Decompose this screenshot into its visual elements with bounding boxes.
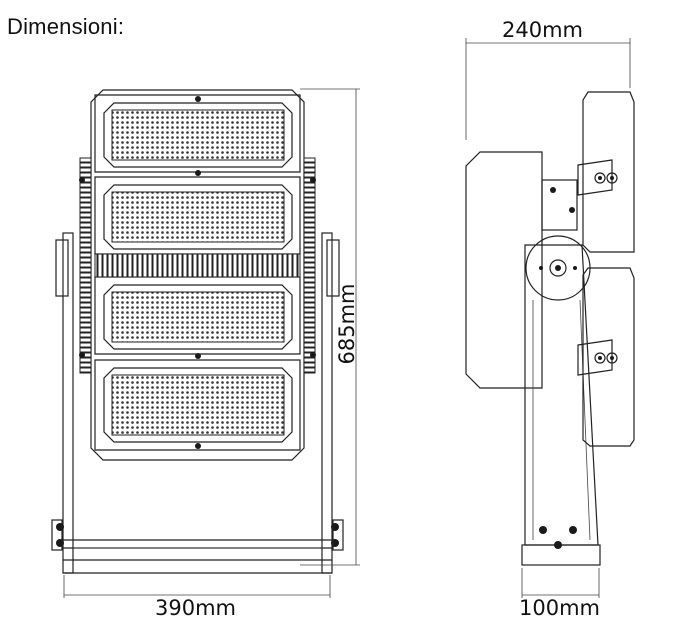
side-dimension-lines xyxy=(465,38,631,598)
front-view xyxy=(51,89,344,574)
width-dimension-label: 390mm xyxy=(155,596,236,620)
side-heatsink-upper xyxy=(582,91,635,253)
depth-top-dimension-label: 240mm xyxy=(502,18,583,42)
front-yoke-bracket xyxy=(51,232,344,574)
side-view xyxy=(465,91,635,566)
page-title: Dimensioni: xyxy=(7,14,125,39)
side-upper-bracket xyxy=(541,179,578,231)
led-module-4 xyxy=(94,353,301,451)
led-module-2 xyxy=(94,170,301,255)
front-dimension-lines xyxy=(63,88,360,598)
led-module-1 xyxy=(94,94,301,173)
height-dimension-label: 685mm xyxy=(335,283,359,365)
side-heatsink-lower xyxy=(582,267,635,447)
side-base-foot xyxy=(521,544,601,566)
side-upright-arm xyxy=(524,244,599,546)
led-module-3 xyxy=(94,270,301,355)
side-back-plate xyxy=(465,151,543,389)
depth-bottom-dimension-label: 100mm xyxy=(519,596,600,620)
